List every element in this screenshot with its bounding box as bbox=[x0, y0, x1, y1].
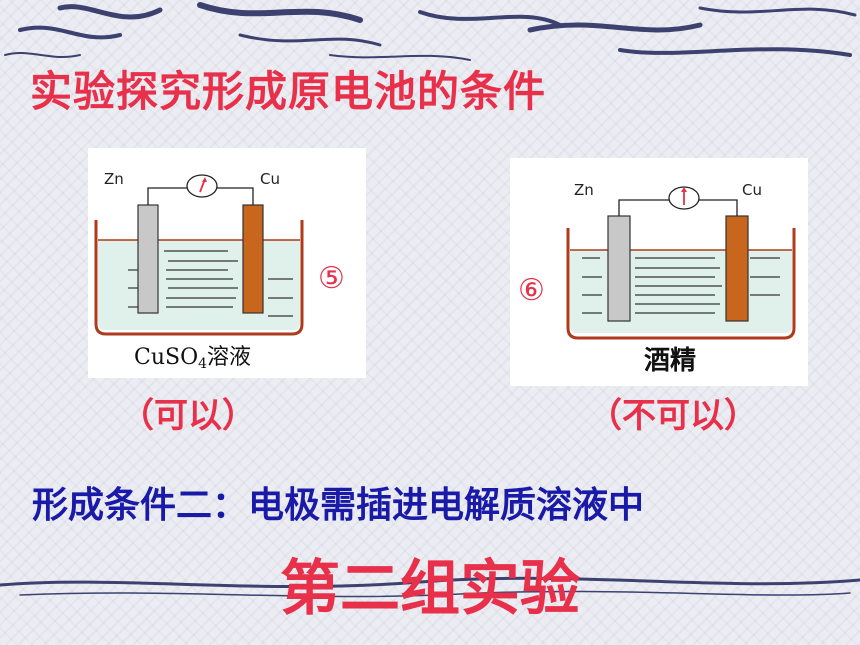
zn-label: Zn bbox=[574, 181, 594, 199]
experiment-5-figure: Zn Cu ⑤ CuSO4溶液 bbox=[88, 148, 366, 378]
zinc-electrode bbox=[607, 215, 631, 322]
galvanometer-icon bbox=[186, 174, 218, 198]
conclusion-text: 形成条件二：电极需插进电解质溶液中 bbox=[32, 485, 645, 526]
galvanometer-icon bbox=[668, 186, 700, 210]
cu-label: Cu bbox=[742, 181, 762, 199]
result-6: （不可以） bbox=[588, 396, 758, 436]
solution-caption: CuSO4溶液 bbox=[134, 345, 251, 372]
solution-caption: 酒精 bbox=[644, 346, 696, 376]
solution-lines bbox=[582, 257, 780, 314]
cu-label: Cu bbox=[260, 170, 280, 188]
group-title: 第二组实验 bbox=[280, 554, 580, 624]
solution-liquid bbox=[570, 250, 792, 333]
solution-lines bbox=[128, 250, 293, 317]
beaker bbox=[566, 228, 796, 340]
copper-electrode bbox=[242, 204, 264, 314]
slide-title: 实验探究形成原电池的条件 bbox=[30, 67, 547, 116]
result-5: （可以） bbox=[120, 396, 256, 436]
experiment-number: ⑥ bbox=[518, 273, 545, 308]
zinc-electrode bbox=[137, 204, 159, 314]
experiment-number: ⑤ bbox=[318, 261, 345, 296]
beaker bbox=[94, 220, 304, 336]
zn-label: Zn bbox=[104, 170, 124, 188]
experiment-6-figure: Zn Cu ⑥ 酒精 bbox=[510, 158, 808, 386]
copper-electrode bbox=[725, 215, 749, 322]
